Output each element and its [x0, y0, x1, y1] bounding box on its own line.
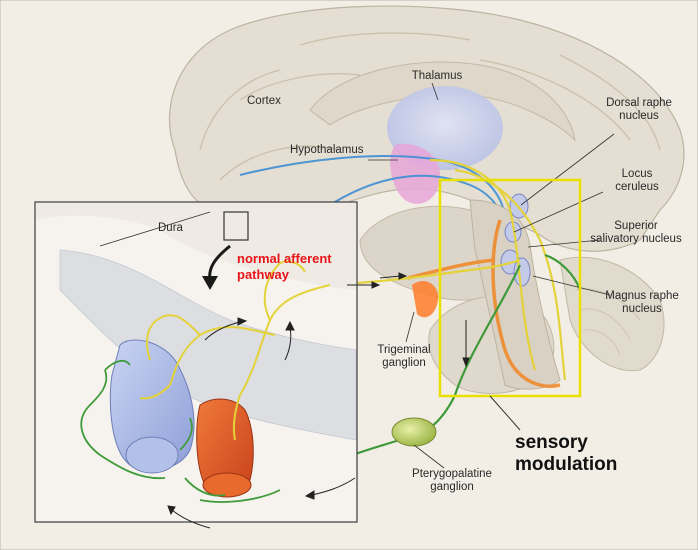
pterygopalatine-ganglion-shape — [392, 418, 436, 446]
label-cortex: Cortex — [247, 95, 281, 108]
label-dorsal-raphe: Dorsal raphe nucleus — [583, 97, 695, 123]
label-pterygopalatine-ganglion: Pterygopalatine ganglion — [402, 468, 502, 494]
label-hypothalamus: Hypothalamus — [290, 144, 364, 157]
label-locus-ceruleus: Locus ceruleus — [597, 168, 677, 194]
label-thalamus: Thalamus — [402, 70, 472, 83]
label-normal-afferent-pathway: normal afferent pathway — [237, 251, 332, 283]
label-sensory-modulation: sensory modulation — [515, 432, 617, 476]
label-magnus-raphe: Magnus raphe nucleus — [592, 290, 692, 316]
label-dura: Dura — [158, 222, 183, 235]
label-trigeminal-ganglion: Trigeminal ganglion — [366, 344, 442, 370]
label-superior-salivatory: Superior salivatory nucleus — [576, 220, 696, 246]
